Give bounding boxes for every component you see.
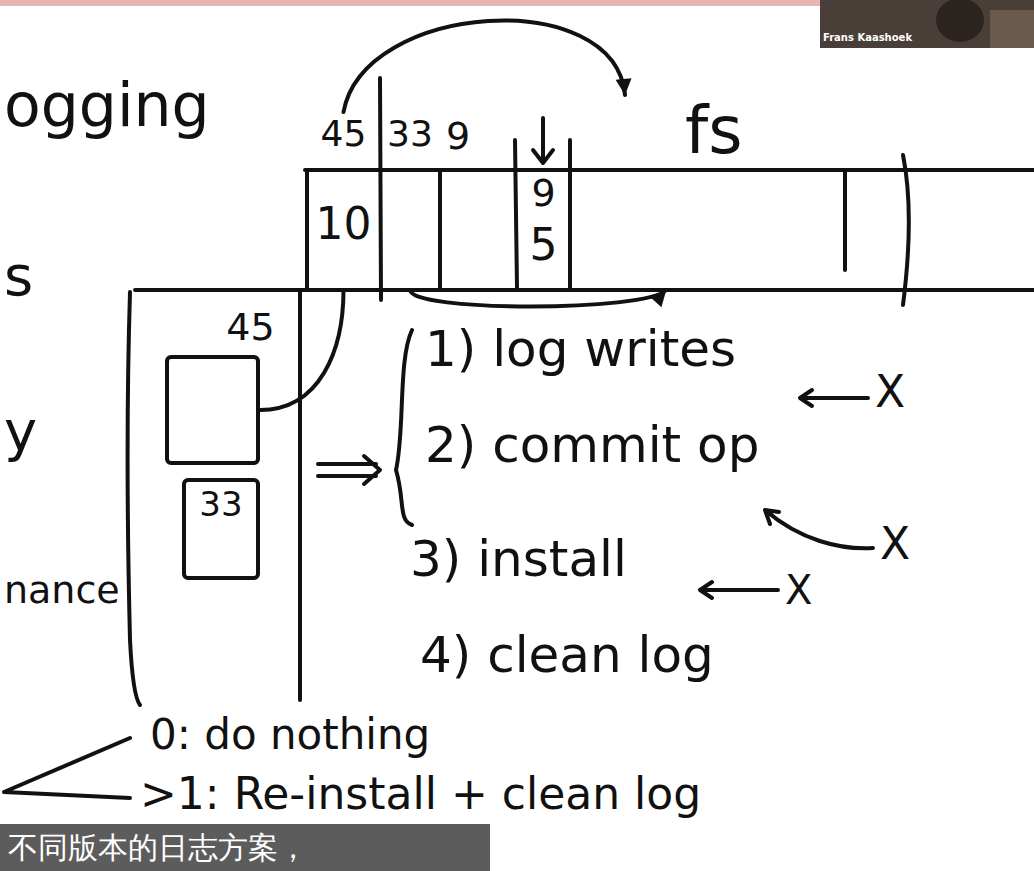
block-number: 33 [199,486,242,523]
label-holder: ogging [4,72,210,138]
block-divider [843,172,847,270]
step-text: 2) commit op [425,418,759,473]
connector-line [344,21,626,112]
step-text: 3) install [410,532,627,587]
crash-mark: X [785,568,812,612]
crash-pointer [800,390,868,406]
label-holder: >1: Re-install + clean log [140,770,701,818]
label-holder: 2) commit op [425,418,759,473]
crash-mark: X [875,368,905,416]
block-divider [305,172,309,290]
recovery-case: >1: Re-install + clean log [140,770,701,818]
webcam-figure [936,0,984,42]
block-divider [515,140,517,288]
old-value: 5 [530,221,558,269]
disk-bottom-line [135,288,1034,292]
text-fragment: nance [4,570,120,612]
case-branch [4,738,130,798]
crash-pointer [765,510,873,548]
subtitle-band: 不同版本的日志方案， [0,824,490,871]
write-arrow [533,118,553,163]
block-divider [380,78,381,300]
label-holder: s [4,245,33,307]
label-holder: X [880,520,910,568]
cache-right-line [298,292,302,700]
implies-arrow [318,456,380,484]
connector-line [410,290,666,307]
crash-mark: X [880,520,910,568]
arrow-head [616,78,632,95]
label-holder: 3) install [410,532,627,587]
disk-top-line [305,168,1034,172]
crash-pointer [700,582,778,598]
recovery-case: 0: do nothing [150,712,430,758]
block-divider [568,140,572,288]
block-content: 10 [316,200,372,248]
subtitle: 不同版本的日志方案， [8,831,308,864]
disk-end-mark [903,155,909,305]
text-fragment: s [4,245,33,307]
connector [410,290,666,307]
heading-fragment: ogging [4,72,210,138]
step-brace [396,330,412,525]
disk-block: 33 [380,112,440,290]
block-number: 45 [226,307,274,349]
cache-left-line [128,292,140,705]
step-text: 1) log writes [425,322,736,377]
arrow-head [650,290,667,307]
label-holder: Frans Kaashoek [823,32,912,43]
label-holder: y [4,400,37,462]
label-holder: 0: do nothing [150,712,430,758]
disk-block: 95 [517,165,570,290]
webcam-thumbnail [820,0,1034,48]
speaker-name: Frans Kaashoek [823,32,912,43]
region-label: fs [685,95,743,168]
block-number: 33 [387,114,433,154]
ink-strokes [4,78,1034,798]
new-value: 9 [531,173,555,215]
text-fragment: y [4,400,37,462]
webcam-background [990,10,1034,48]
connector [344,21,632,112]
step-text: 4) clean log [420,628,714,683]
label-holder: X [875,368,905,416]
label-holder: nance [4,570,120,612]
cache-buffer: 45 [165,355,260,465]
cache-buffer: 33 [182,478,260,580]
label-holder: 1) log writes [425,322,736,377]
label-holder: X [785,568,812,612]
label-holder: 4) clean log [420,628,714,683]
block-number: 45 [321,114,367,154]
fs-region: fs [570,95,845,290]
disk-block: 45 10 [307,112,380,290]
block-number: 9 [446,116,470,158]
label-holder: 9 [446,116,470,158]
block-divider [438,172,442,288]
